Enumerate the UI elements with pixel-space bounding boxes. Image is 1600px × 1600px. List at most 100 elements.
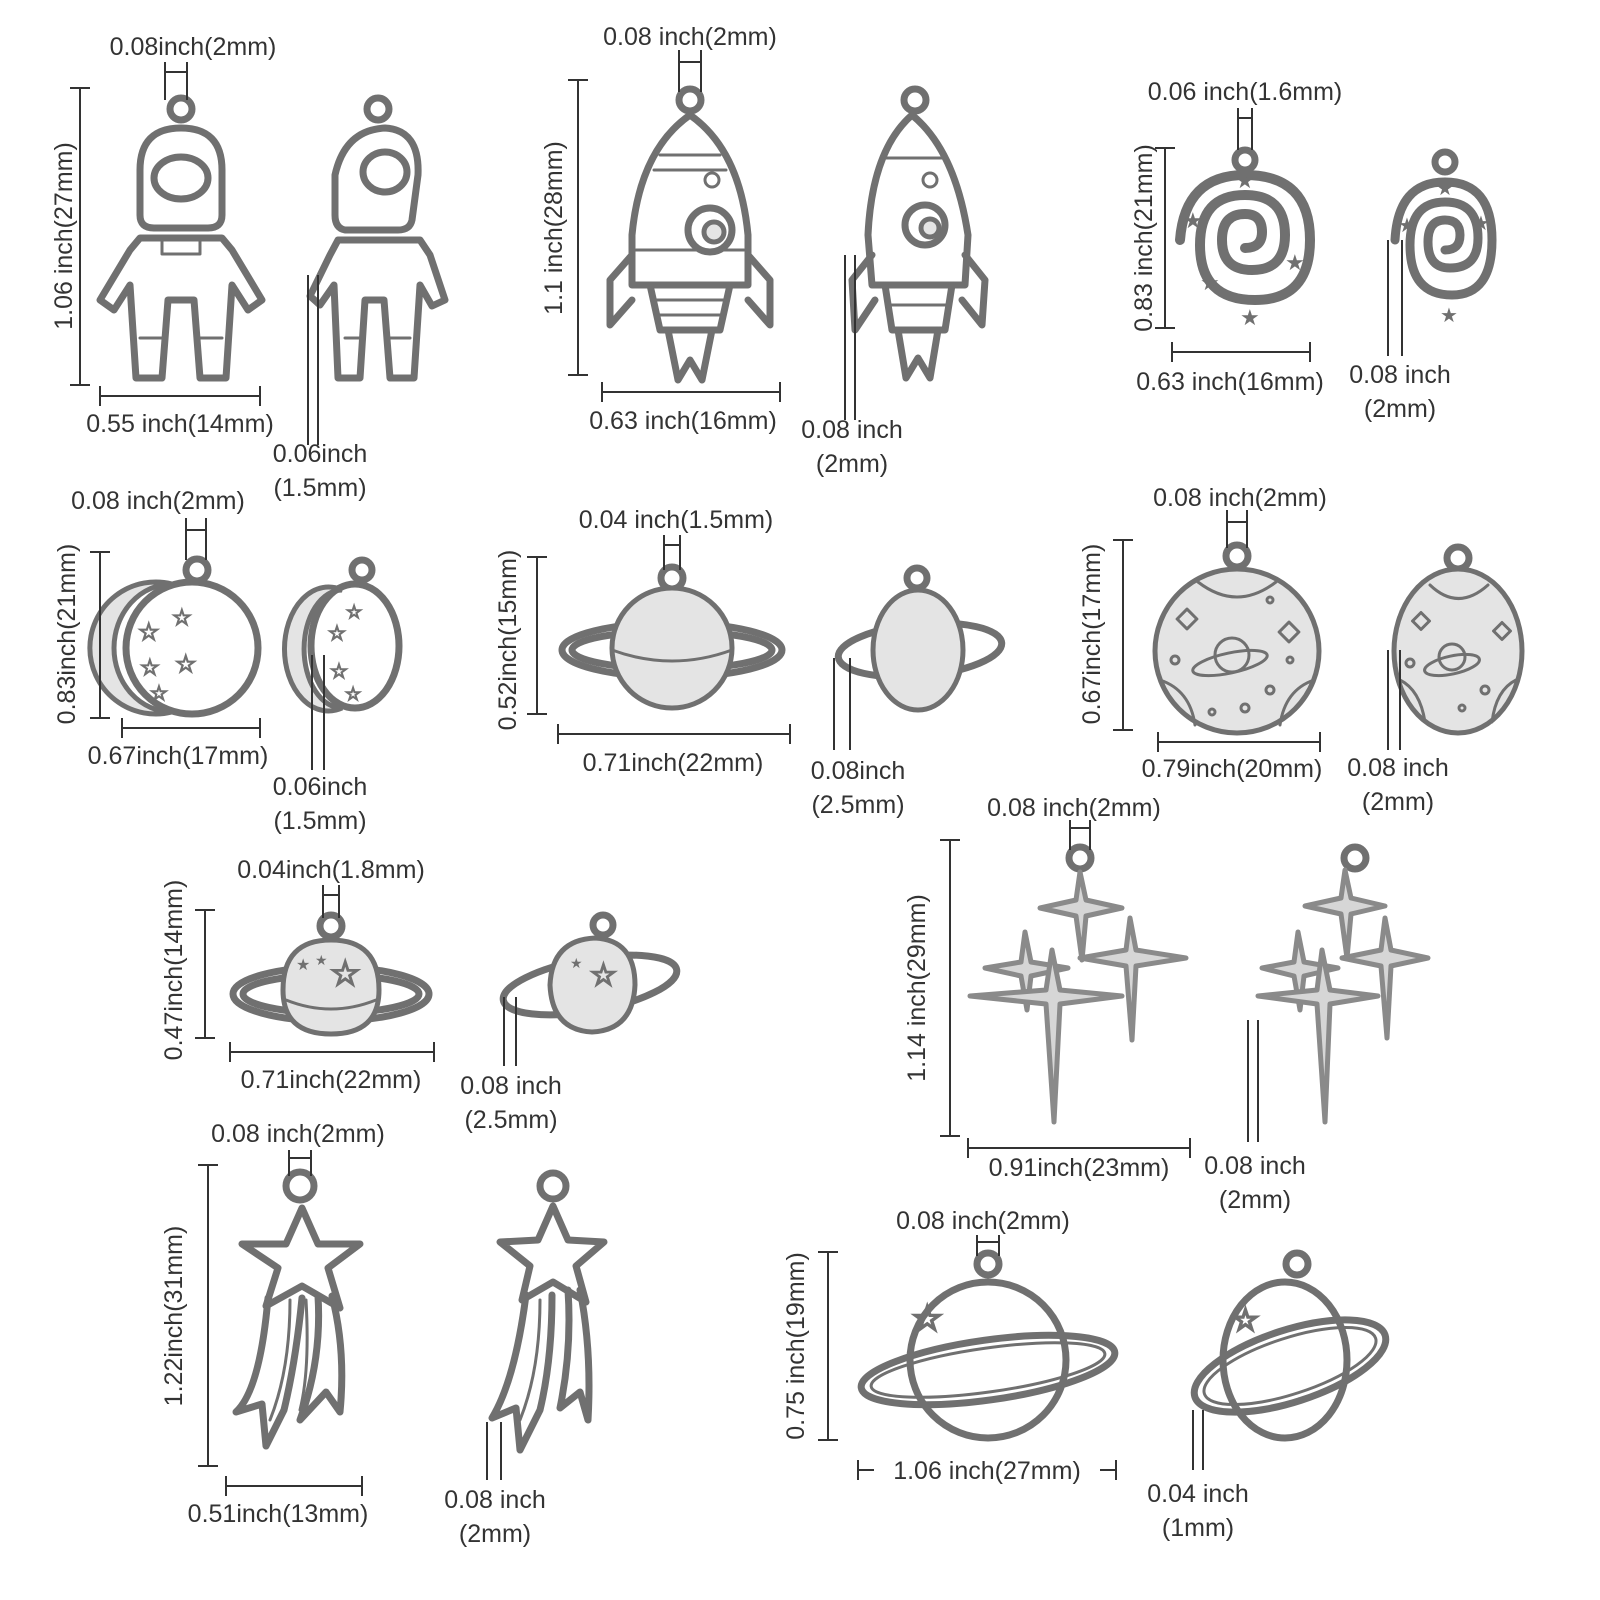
saturn-charm-group: 0.04 inch(1.5mm) 0.52inch(15mm) 0.71inch… [494, 506, 1006, 819]
coin-thickness-label-1: 0.08 inch [1347, 754, 1448, 782]
sparkle-charm-group: 0.08 inch(2mm) 1.14 inch(29mm) 0.91inch(… [903, 794, 1431, 1214]
galaxy-charm-front: ★ ★ ★ ★ ★ [1175, 146, 1315, 331]
rocket-thickness-label-1: 0.08 inch [801, 416, 902, 444]
svg-text:★: ★ [570, 956, 583, 972]
svg-text:★: ★ [1240, 306, 1260, 331]
svg-text:★: ★ [1235, 169, 1255, 194]
ring-loop-dimension [976, 1235, 1000, 1256]
sparkle-thickness-label-2: (2mm) [1219, 1186, 1291, 1214]
svg-text:☆: ☆ [590, 958, 617, 993]
shootstar-charm-group: 0.08 inch(2mm) 1.22inch(31mm) 0.51inch(1… [160, 1120, 608, 1548]
planet-thickness-dimension [503, 997, 517, 1066]
svg-text:☆: ☆ [175, 650, 197, 678]
astronaut-charm-side [306, 94, 449, 382]
rocket-charm-group: 0.08 inch(2mm) 1.1 inch(28mm) 0.63 inch(… [540, 23, 989, 478]
saturn-width-label: 0.71inch(22mm) [583, 749, 764, 777]
coin-height-dimension [1113, 539, 1133, 731]
rocket-height-dimension [568, 79, 588, 376]
galaxy-charm-side: ★ ★ ★ ★ [1390, 148, 1497, 327]
sparkle-thickness-dimension [1247, 1020, 1259, 1142]
astronaut-width-dimension [99, 386, 261, 406]
galaxy-width-label: 0.63 inch(16mm) [1136, 368, 1324, 396]
ring-width-dimension [857, 1460, 1117, 1480]
planet-width-dimension [229, 1042, 435, 1062]
moon-charm-front: ☆ ☆ ☆ ☆ ☆ [87, 555, 262, 718]
shootstar-loop-label: 0.08 inch(2mm) [211, 1120, 385, 1148]
svg-text:☆: ☆ [330, 659, 348, 683]
rocket-thickness-label-2: (2mm) [816, 450, 888, 478]
ring-thickness-dimension [1192, 1410, 1204, 1470]
saturn-loop-label: 0.04 inch(1.5mm) [579, 506, 774, 534]
coin-charm-group: 0.08 inch(2mm) 0.67inch(17mm) 0.79inch(2… [1078, 484, 1525, 816]
saturn-height-dimension [527, 556, 547, 715]
astronaut-height-label: 1.06 inch(27mm) [50, 142, 78, 330]
sparkle-width-dimension [967, 1138, 1191, 1158]
shootstar-thickness-label-1: 0.08 inch [444, 1486, 545, 1514]
svg-text:☆: ☆ [172, 606, 192, 631]
planet-height-label: 0.47inch(14mm) [160, 880, 188, 1061]
ring-charm-group: ☆ ☆ 0.08 inch(2mm) 0.75 inch(19mm) 1.06 [782, 1207, 1390, 1542]
sparkle-loop-dimension [1069, 820, 1091, 850]
rocket-charm-side [848, 85, 989, 382]
coin-loop-dimension [1226, 510, 1248, 548]
svg-text:★: ★ [1472, 211, 1490, 235]
planet-width-label: 0.71inch(22mm) [241, 1066, 422, 1094]
galaxy-thickness-label-2: (2mm) [1364, 395, 1436, 423]
sparkle-charm-front [967, 843, 1189, 1125]
ring-charm-front: ☆ [857, 1249, 1119, 1442]
astronaut-loop-label: 0.08inch(2mm) [110, 33, 277, 61]
moon-loop-label: 0.08 inch(2mm) [71, 487, 245, 515]
svg-text:☆: ☆ [138, 618, 160, 646]
astronaut-charm-group: 0.08inch(2mm) 1.06 inch(27mm) 0.55 inch(… [50, 33, 449, 502]
planet-charm-front: ☆ ★ ★ [229, 911, 433, 1037]
galaxy-thickness-dimension [1387, 240, 1403, 356]
saturn-charm-side [834, 564, 1006, 713]
planet-charm-group: ☆ ★ ★ ☆ ★ 0.04inch(1.8mm) 0.47inch(14mm) [160, 856, 681, 1134]
coin-loop-label: 0.08 inch(2mm) [1153, 484, 1327, 512]
svg-text:☆: ☆ [912, 1299, 942, 1339]
galaxy-width-dimension [1171, 342, 1311, 362]
ring-loop-label: 0.08 inch(2mm) [896, 1207, 1070, 1235]
moon-height-label: 0.83inch(21mm) [53, 544, 81, 725]
ring-height-dimension [818, 1251, 838, 1441]
coin-thickness-dimension [1387, 650, 1401, 750]
saturn-thickness-label-2: (2.5mm) [811, 791, 904, 819]
sparkle-height-label: 1.14 inch(29mm) [903, 894, 931, 1082]
coin-width-dimension [1157, 732, 1321, 752]
svg-text:★: ★ [1436, 176, 1454, 200]
shootstar-height-dimension [198, 1164, 218, 1467]
shootstar-charm-side [488, 1169, 608, 1454]
planet-loop-label: 0.04inch(1.8mm) [237, 856, 425, 884]
moon-loop-dimension [185, 518, 207, 560]
ring-width-label: 1.06 inch(27mm) [893, 1457, 1081, 1485]
galaxy-height-dimension [1155, 147, 1175, 329]
svg-text:★: ★ [1398, 213, 1416, 237]
sparkle-thickness-label-1: 0.08 inch [1204, 1152, 1305, 1180]
galaxy-loop-dimension [1237, 108, 1253, 150]
shootstar-height-label: 1.22inch(31mm) [160, 1226, 188, 1407]
svg-text:☆: ☆ [328, 621, 346, 645]
ring-height-label: 0.75 inch(19mm) [782, 1252, 810, 1440]
saturn-loop-dimension [663, 535, 681, 570]
svg-text:☆: ☆ [330, 954, 360, 994]
sparkle-loop-label: 0.08 inch(2mm) [987, 794, 1161, 822]
planet-height-dimension [195, 909, 215, 1039]
shootstar-charm-front [232, 1168, 364, 1450]
shootstar-width-label: 0.51inch(13mm) [188, 1500, 369, 1528]
rocket-thickness-dimension [844, 255, 856, 420]
shootstar-thickness-dimension [486, 1422, 502, 1480]
coin-height-label: 0.67inch(17mm) [1078, 544, 1106, 725]
planet-thickness-label-1: 0.08 inch [460, 1072, 561, 1100]
sparkle-charm-side [1255, 843, 1431, 1125]
rocket-loop-dimension [678, 50, 702, 92]
saturn-charm-front [558, 563, 786, 711]
astronaut-thickness-label-1: 0.06inch [273, 440, 368, 468]
galaxy-loop-label: 0.06 inch(1.6mm) [1148, 78, 1343, 106]
galaxy-height-label: 0.83 inch(21mm) [1130, 144, 1158, 332]
svg-text:★: ★ [1440, 303, 1458, 327]
moon-width-dimension [121, 718, 261, 738]
svg-text:☆: ☆ [140, 656, 160, 681]
astronaut-loop-dimension [164, 62, 188, 100]
coin-width-label: 0.79inch(20mm) [1142, 755, 1323, 783]
